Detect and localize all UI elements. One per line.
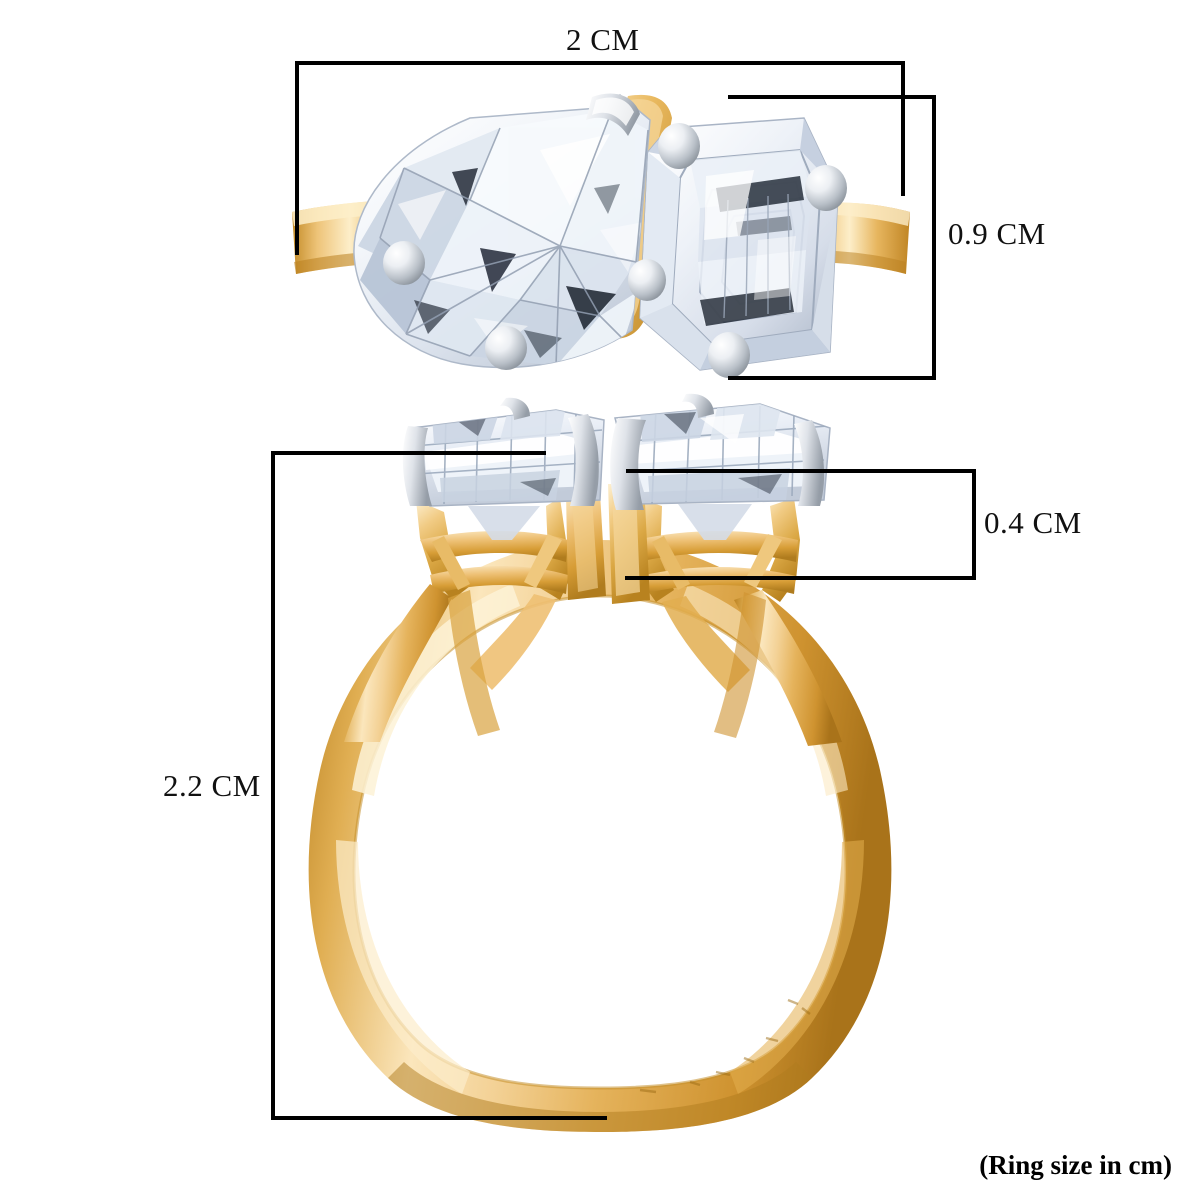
prong-emerald-tr: [805, 165, 847, 211]
prong-emerald-bl: [628, 259, 666, 301]
prong-pear-bottom: [485, 326, 527, 370]
prongs-profile-view: [402, 393, 825, 510]
bracket-head-height-0-4cm: [625, 469, 976, 580]
ring-top-view: [292, 93, 910, 378]
prong-left-outer: [402, 426, 432, 506]
label-head-height: 0.4 CM: [984, 505, 1082, 540]
ring-head-gallery: [344, 484, 842, 746]
pear-stone-profile: [614, 403, 831, 540]
prong-pear-left: [383, 241, 425, 285]
label-overall-height: 2.2 CM: [163, 768, 261, 803]
band-engraving: [639, 998, 811, 1094]
prongs-top-view: [383, 93, 847, 378]
label-head-depth: 0.9 CM: [948, 216, 1046, 251]
ring-profile-view: [308, 393, 892, 1132]
label-width: 2 CM: [566, 22, 640, 57]
bracket-head-depth-0-9cm: [728, 95, 936, 380]
emerald-stone-profile: [411, 409, 605, 540]
prong-emerald-br: [708, 332, 750, 378]
bracket-width-2cm: [295, 61, 905, 255]
prong-left-inner: [568, 414, 599, 506]
bracket-overall-height-2-2cm: [271, 451, 607, 1120]
prong-right-outer: [794, 420, 825, 506]
prong-right-inner: [610, 418, 646, 510]
caption-ring-size: (Ring size in cm): [979, 1150, 1172, 1180]
prong-emerald-tl: [658, 123, 700, 169]
